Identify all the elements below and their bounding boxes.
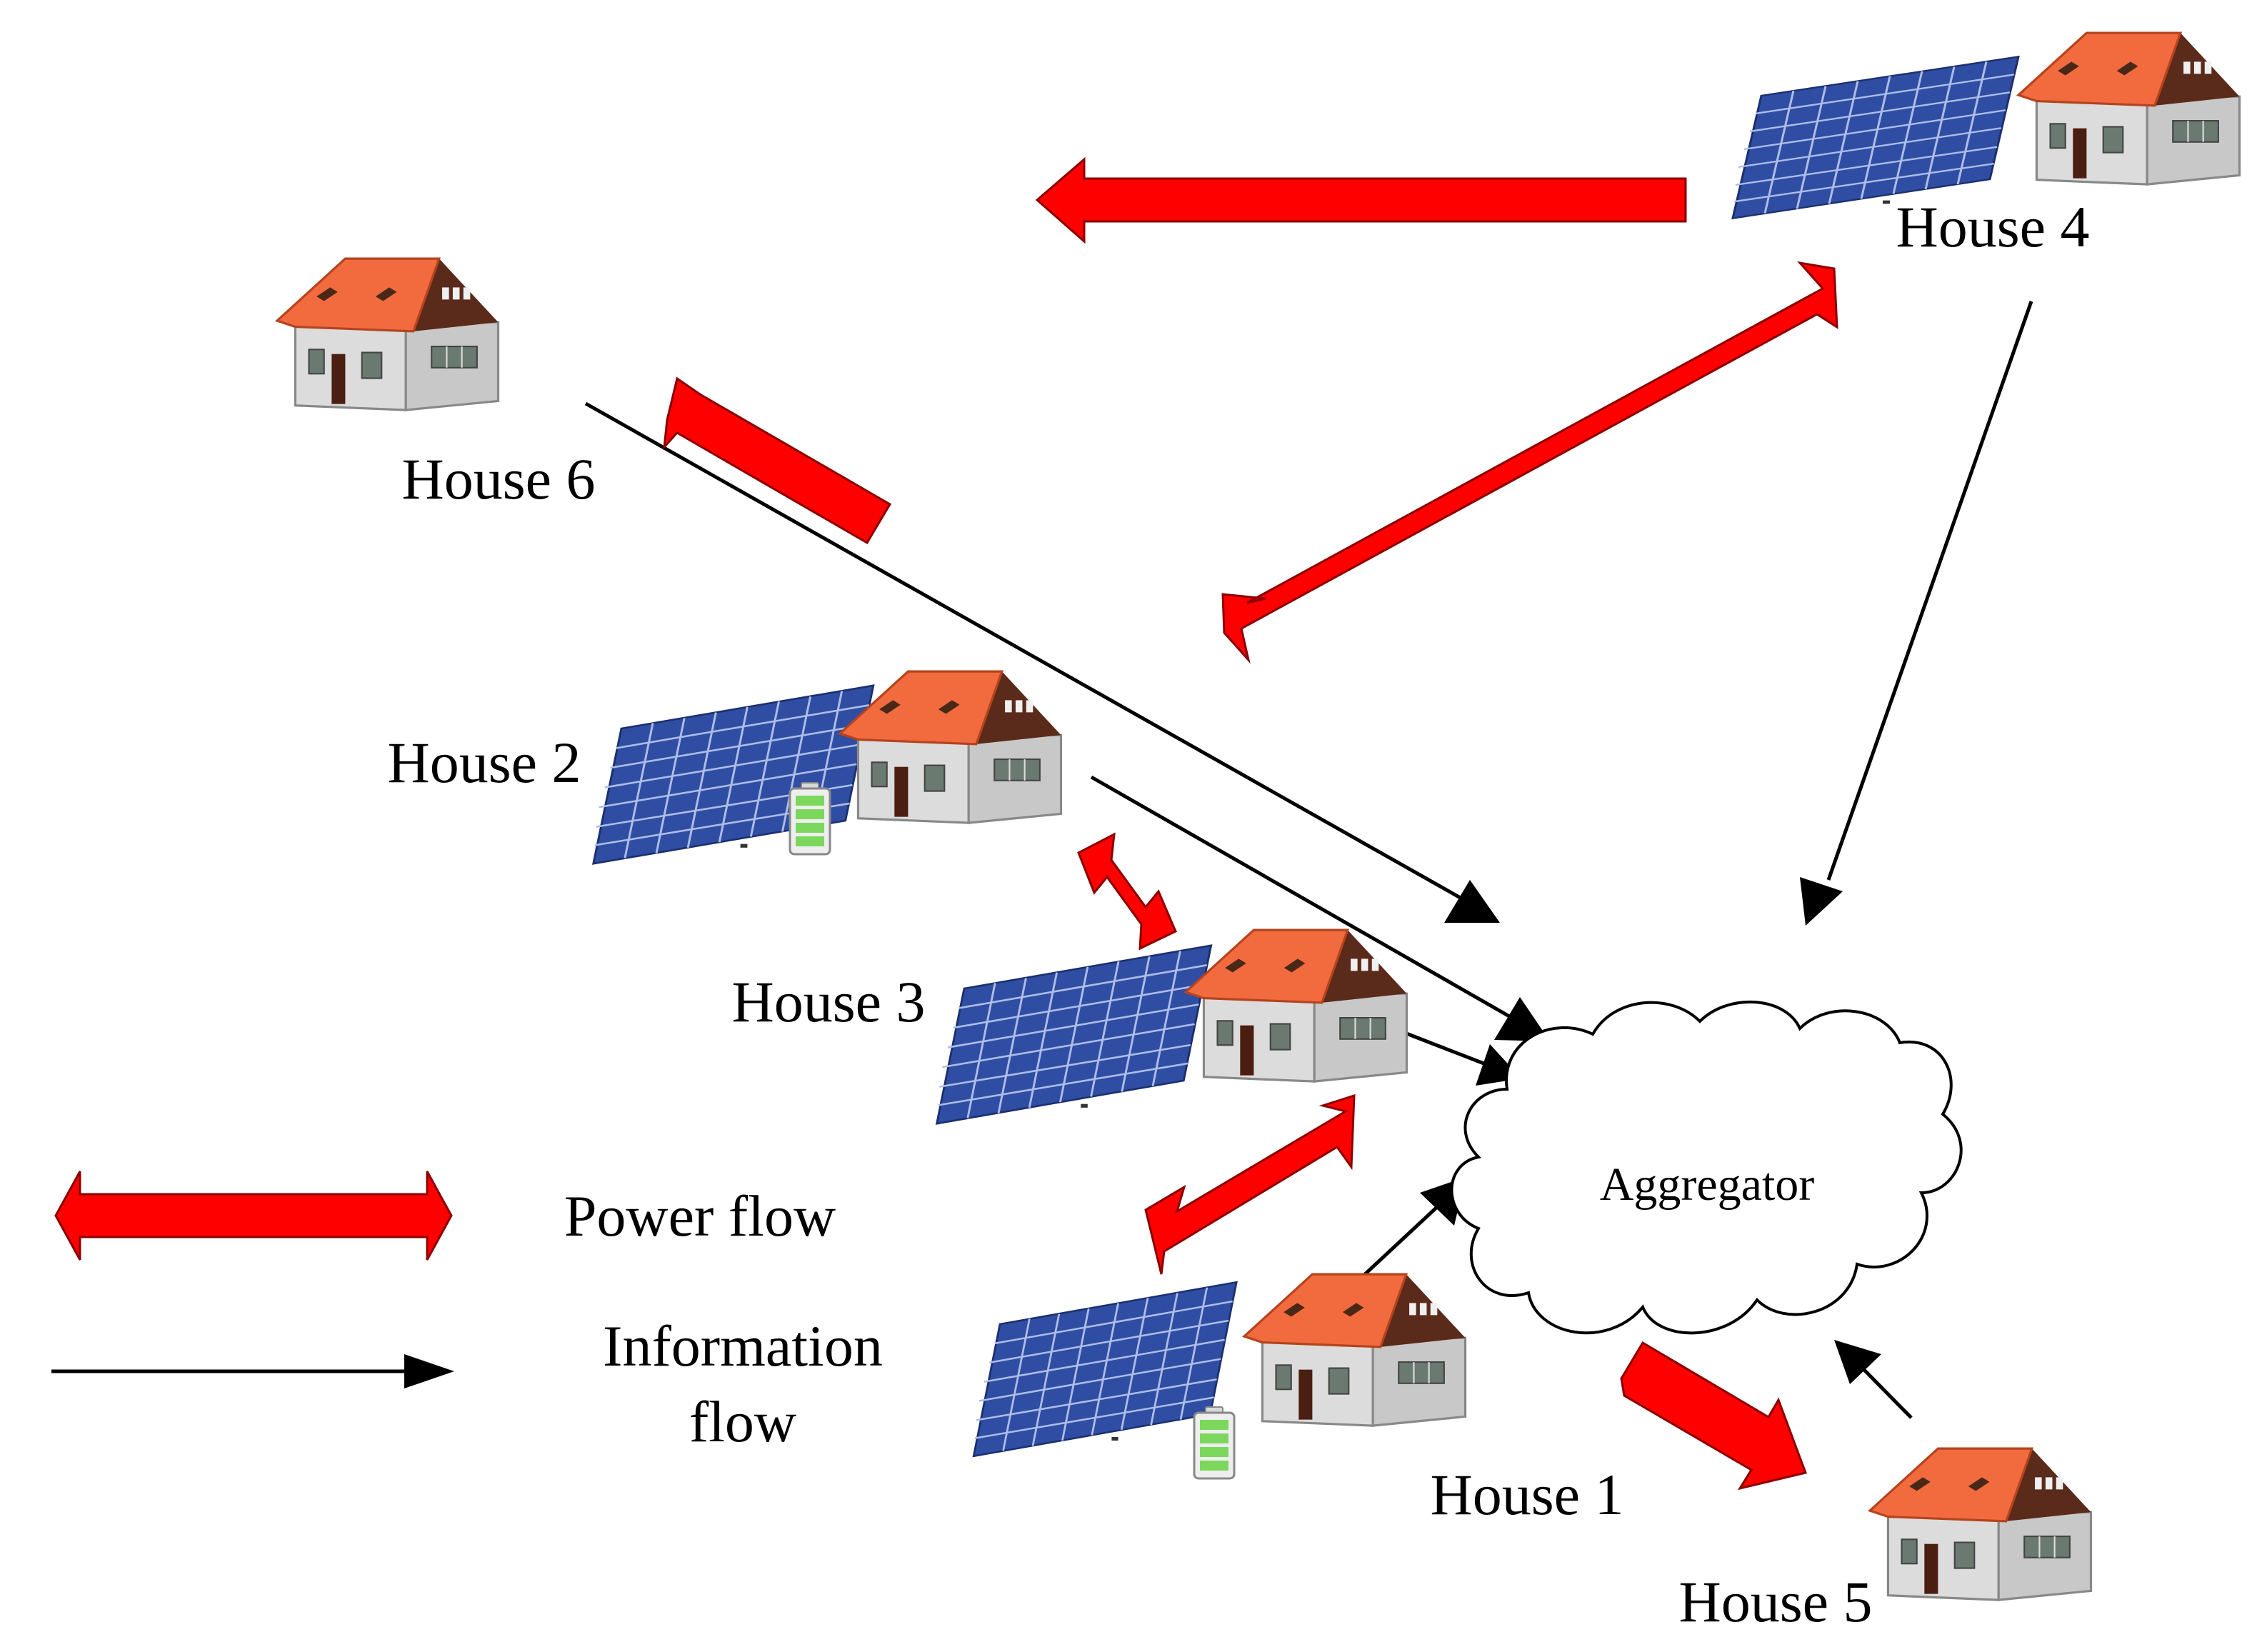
solar-panel-icon	[936, 944, 1213, 1125]
legend-power-flow-label: Power flow	[564, 1183, 836, 1248]
house5: House 5	[1678, 1447, 2093, 1634]
aggregator-label: Aggregator	[1600, 1158, 1815, 1211]
legend: Power flow Information flow	[564, 1183, 883, 1454]
house-icon	[839, 670, 1063, 824]
info-arrow-house5-to-aggregator	[1834, 1340, 1913, 1419]
house6-label: House 6	[401, 446, 595, 511]
house-icon	[276, 257, 500, 411]
house-icon	[1184, 928, 1408, 1083]
legend-information-flow-label-line2: flow	[689, 1389, 796, 1454]
power-flow-arrows	[54, 156, 1838, 1491]
power-arrow-house4-to-house6	[1035, 156, 1687, 244]
power-arrow-house2-house3	[1077, 832, 1177, 951]
house-icon	[1243, 1273, 1467, 1427]
info-arrow-house2-to-aggregator	[1090, 775, 1550, 1041]
info-arrow-house4-to-aggregator	[1800, 301, 2033, 926]
power-arrow-house1-to-house5	[1620, 1341, 1807, 1491]
information-flow-arrows	[51, 301, 2033, 1419]
power-arrow-legend	[54, 1171, 453, 1261]
solar-panel-icon	[592, 684, 875, 865]
info-arrow-legend	[51, 1354, 454, 1388]
cloud-icon	[1450, 1000, 1963, 1335]
power-arrow-house3-to-house6	[663, 376, 892, 545]
legend-information-flow-label-line1: Information	[603, 1313, 883, 1378]
battery-icon	[1193, 1406, 1236, 1480]
house1-label: House 1	[1430, 1462, 1623, 1527]
house-icon	[2017, 31, 2241, 186]
house-icon	[1868, 1447, 2093, 1601]
house3-label: House 3	[731, 969, 925, 1034]
house4-label: House 4	[1896, 194, 2089, 259]
house3: House 3	[731, 928, 1408, 1125]
info-arrow-house6-to-aggregator	[584, 401, 1500, 923]
battery-icon	[789, 781, 831, 856]
house6: House 6	[276, 257, 596, 511]
house2: House 2	[387, 670, 1063, 865]
house1: House 1	[972, 1273, 1624, 1527]
house2-label: House 2	[387, 730, 581, 795]
house4: House 4	[1731, 31, 2241, 259]
house5-label: House 5	[1678, 1569, 1872, 1634]
aggregator-cloud: Aggregator	[1450, 1000, 1963, 1335]
power-arrow-house4-house3	[1221, 261, 1838, 664]
power-arrow-house3-house1	[1144, 1093, 1356, 1275]
